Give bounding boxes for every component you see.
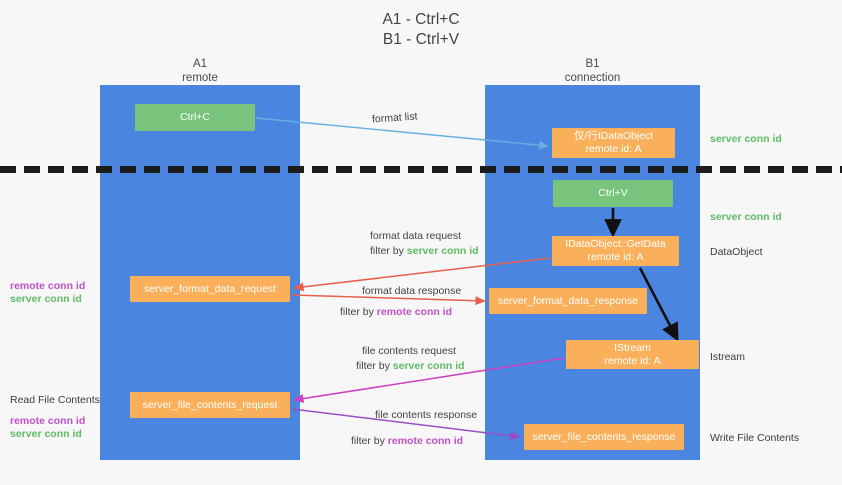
note-read-file-contents: Read File Contents: [10, 394, 100, 406]
filter-prefix: filter by: [351, 435, 388, 447]
caption-file-contents-request-filter: filter by server conn id: [356, 359, 465, 373]
legend-server-conn-id-upper: server conn id: [10, 293, 82, 305]
filter-value-remote-conn-id: remote conn id: [387, 435, 464, 447]
box-ctrl-v-line1: Ctrl+V: [598, 187, 628, 199]
caption-file-contents-response: file contents response: [375, 409, 478, 421]
box-idataobject-line2: remote id: A: [585, 143, 642, 155]
note-server-conn-id-top: server conn id: [710, 133, 782, 145]
box-idataobject-line1: 仅/行IDataObject: [573, 130, 654, 142]
box-server-format-data-response[interactable]: server_format_data_response: [489, 288, 647, 314]
box-ctrl-v[interactable]: Ctrl+V: [553, 180, 673, 207]
note-istream: Istream: [710, 351, 746, 363]
legend-remote-conn-id-lower: remote conn id: [10, 415, 86, 427]
phase-separator-dashed-line: [0, 166, 842, 173]
legend-server-conn-id-lower: server conn id: [10, 428, 82, 440]
box-server-file-contents-request[interactable]: server_file_contents_request: [130, 392, 290, 418]
box-server-file-contents-request-label: server_file_contents_request: [142, 398, 278, 411]
box-getdata-line1: IDataObject::GetData: [565, 238, 666, 250]
filter-prefix: filter by: [370, 245, 407, 257]
note-dataobject: DataObject: [710, 246, 763, 258]
lane-header-a1: A1 remote: [182, 58, 218, 84]
filter-prefix: filter by: [356, 360, 393, 372]
box-server-format-data-request-label: server_format_data_request: [144, 282, 276, 295]
note-server-conn-id-mid: server conn id: [710, 211, 782, 223]
box-idataobject-getdata[interactable]: IDataObject::GetData remote id: A: [552, 236, 679, 266]
filter-value-server-conn-id: server conn id: [392, 360, 465, 372]
filter-prefix: filter by: [340, 306, 377, 318]
caption-format-list: format list: [371, 110, 418, 126]
box-istream-line2: remote id: A: [604, 354, 661, 367]
box-istream-line1: IStream: [614, 341, 651, 354]
box-ctrl-c[interactable]: Ctrl+C: [135, 104, 255, 131]
caption-file-contents-response-filter: filter by remote conn id: [351, 434, 463, 448]
box-server-format-data-response-label: server_format_data_response: [497, 294, 639, 307]
lane-header-b1: B1 connection: [564, 58, 621, 84]
box-server-file-contents-response-label: server_file_contents_response: [532, 430, 676, 443]
box-server-format-data-request[interactable]: server_format_data_request: [130, 276, 290, 302]
filter-value-remote-conn-id: remote conn id: [376, 306, 453, 318]
box-server-file-contents-response[interactable]: server_file_contents_response: [524, 424, 684, 450]
caption-format-data-response: format data response: [362, 285, 462, 297]
box-getdata-line2: remote id: A: [587, 251, 644, 263]
filter-value-server-conn-id: server conn id: [406, 245, 479, 257]
caption-file-contents-request: file contents request: [362, 345, 456, 357]
box-istream[interactable]: IStream remote id: A: [566, 340, 699, 369]
legend-remote-conn-id-upper: remote conn id: [10, 280, 86, 292]
box-idataobject[interactable]: 仅/行IDataObject remote id: A: [552, 128, 675, 158]
page-title: A1 - Ctrl+C B1 - Ctrl+V: [382, 11, 460, 48]
caption-format-data-response-filter: filter by remote conn id: [340, 305, 452, 319]
note-write-file-contents: Write File Contents: [710, 432, 800, 444]
caption-format-data-request: format data request: [370, 230, 462, 242]
box-ctrl-c-line1: Ctrl+C: [179, 111, 211, 123]
caption-format-data-request-filter: filter by server conn id: [370, 244, 479, 258]
